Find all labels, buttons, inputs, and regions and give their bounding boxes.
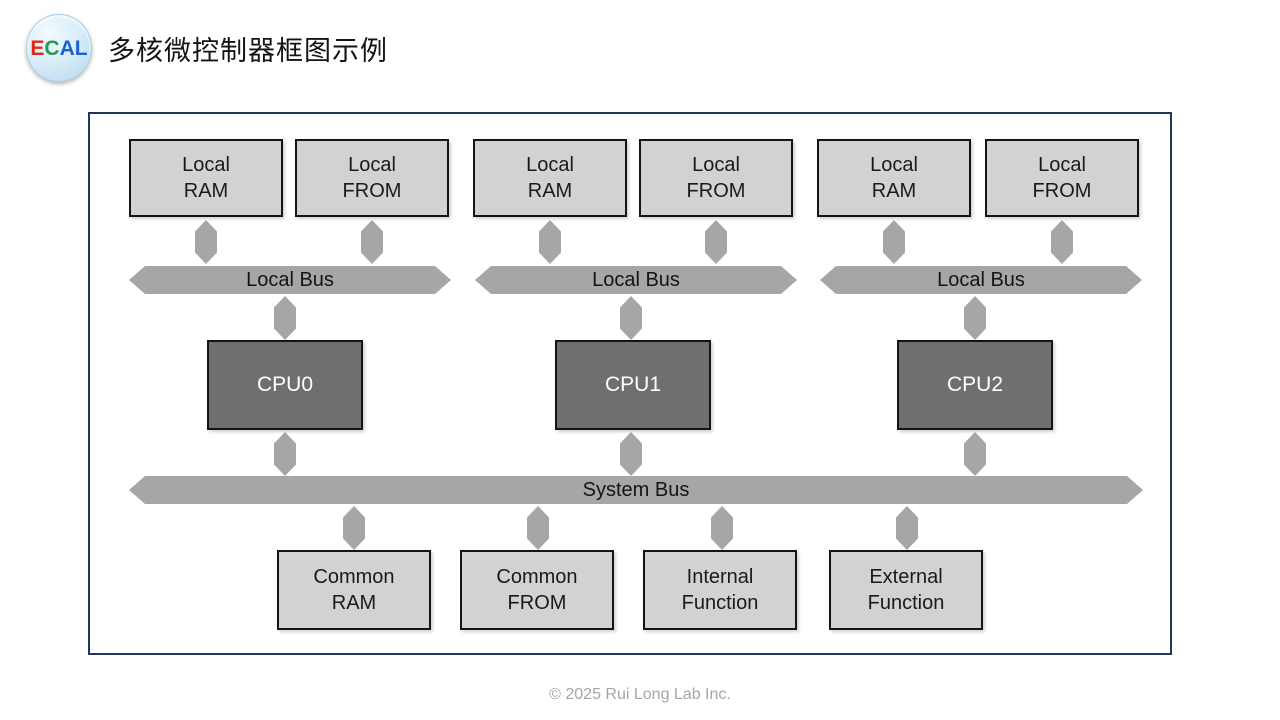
cpu2-box: CPU2 xyxy=(897,340,1053,430)
box-label: Local xyxy=(1038,154,1086,176)
bus-label: Local Bus xyxy=(937,268,1025,291)
local-bus-cpu2: Local Bus xyxy=(820,266,1142,294)
logo-letter: E xyxy=(30,36,45,60)
page-title: 多核微控制器框图示例 xyxy=(108,35,388,66)
cpu1-box: CPU1 xyxy=(555,340,711,430)
box-label: Local xyxy=(182,154,230,176)
bidirectional-arrow-icon xyxy=(620,296,642,340)
bus-label: Local Bus xyxy=(246,268,334,291)
bidirectional-arrow-icon xyxy=(964,296,986,340)
cpu-label: CPU0 xyxy=(256,373,314,396)
cpu-label: CPU1 xyxy=(604,373,662,396)
bus-label: Local Bus xyxy=(592,268,680,291)
bidirectional-arrow-icon xyxy=(527,506,549,550)
common-ram-box: Common RAM xyxy=(277,550,431,630)
local-from-box-cpu0: Local FROM xyxy=(295,139,449,217)
box-label: FROM xyxy=(686,180,746,202)
box-label: Internal xyxy=(686,566,754,588)
logo-letter: A xyxy=(59,36,75,60)
box-label: Local xyxy=(526,154,574,176)
bidirectional-arrow-icon xyxy=(705,220,727,264)
bidirectional-arrow-icon xyxy=(195,220,217,264)
bidirectional-arrow-icon xyxy=(274,296,296,340)
box-label: FROM xyxy=(507,592,567,614)
logo-letter: C xyxy=(44,36,60,60)
external-function-box: External Function xyxy=(829,550,983,630)
box-label: Local xyxy=(692,154,740,176)
logo-letter: L xyxy=(74,36,88,60)
copyright-text: © 2025 Rui Long Lab Inc. xyxy=(549,686,731,703)
box-label: Common xyxy=(313,566,395,588)
system-bus: System Bus xyxy=(129,476,1143,504)
local-ram-box-cpu1: Local RAM xyxy=(473,139,627,217)
cpu-label: CPU2 xyxy=(946,373,1004,396)
local-ram-box-cpu0: Local RAM xyxy=(129,139,283,217)
diagram-frame: Local RAM Local FROM Local RAM Local FRO… xyxy=(88,112,1172,655)
bidirectional-arrow-icon xyxy=(620,432,642,476)
ecal-logo-icon: E C A L xyxy=(26,14,92,82)
box-label: FROM xyxy=(1032,180,1092,202)
box-label: RAM xyxy=(183,180,229,202)
box-label: FROM xyxy=(342,180,402,202)
local-bus-cpu0: Local Bus xyxy=(129,266,451,294)
bidirectional-arrow-icon xyxy=(711,506,733,550)
bidirectional-arrow-icon xyxy=(539,220,561,264)
box-label: RAM xyxy=(871,180,917,202)
local-ram-box-cpu2: Local RAM xyxy=(817,139,971,217)
bidirectional-arrow-icon xyxy=(1051,220,1073,264)
box-label: Local xyxy=(348,154,396,176)
box-label: Common xyxy=(496,566,578,588)
box-label: RAM xyxy=(527,180,573,202)
bidirectional-arrow-icon xyxy=(964,432,986,476)
bidirectional-arrow-icon xyxy=(343,506,365,550)
box-label: Function xyxy=(867,592,945,614)
bidirectional-arrow-icon xyxy=(896,506,918,550)
bidirectional-arrow-icon xyxy=(883,220,905,264)
box-label: RAM xyxy=(331,592,377,614)
bus-label: System Bus xyxy=(582,478,690,501)
box-label: Function xyxy=(681,592,759,614)
bidirectional-arrow-icon xyxy=(361,220,383,264)
box-label: Local xyxy=(870,154,918,176)
box-label: External xyxy=(869,566,943,588)
common-from-box: Common FROM xyxy=(460,550,614,630)
local-bus-cpu1: Local Bus xyxy=(475,266,797,294)
cpu0-box: CPU0 xyxy=(207,340,363,430)
bidirectional-arrow-icon xyxy=(274,432,296,476)
internal-function-box: Internal Function xyxy=(643,550,797,630)
local-from-box-cpu1: Local FROM xyxy=(639,139,793,217)
page-header: E C A L 多核微控制器框图示例 xyxy=(26,14,388,82)
local-from-box-cpu2: Local FROM xyxy=(985,139,1139,217)
